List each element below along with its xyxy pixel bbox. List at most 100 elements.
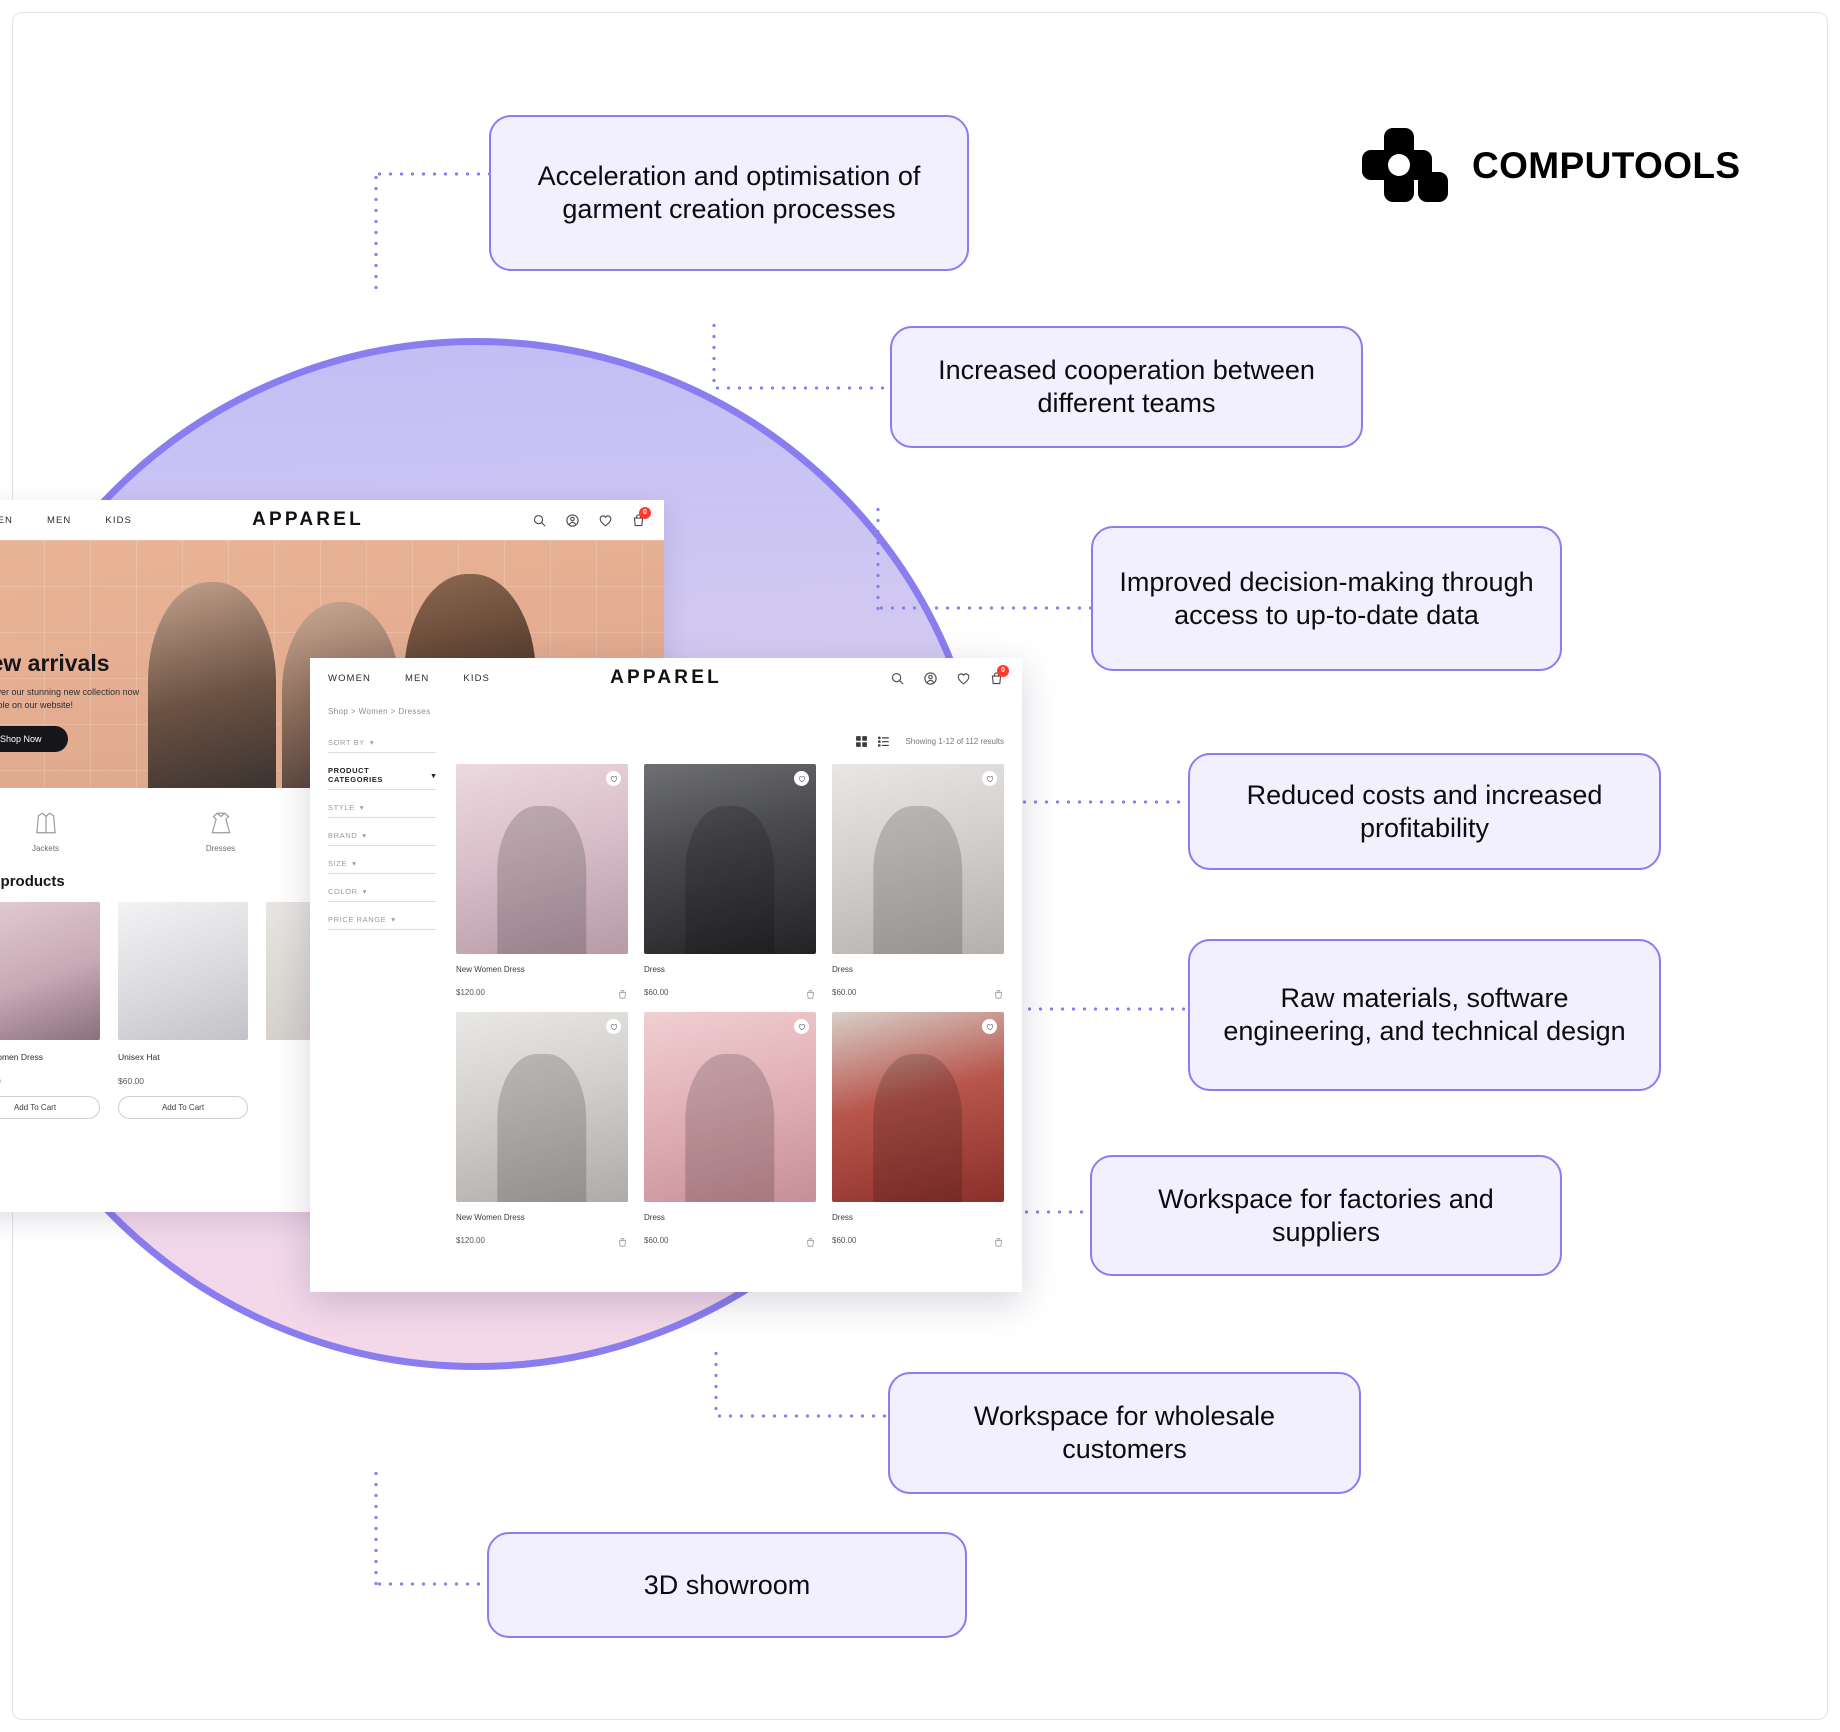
listing-cart-badge: 0 [997, 664, 1009, 677]
product-image [456, 1012, 628, 1202]
brand-logo: COMPUTOOLS [1362, 128, 1741, 204]
category-label: Jackets [31, 844, 60, 853]
connector-reduced-costs [898, 800, 1192, 804]
connector-workspace-wholesale [714, 1348, 892, 1418]
product-image [644, 764, 816, 954]
product-image [644, 1012, 816, 1202]
product-image [0, 902, 100, 1040]
callout-reduced-costs: Reduced costs and increased profitabilit… [1188, 753, 1661, 870]
home-nav-men[interactable]: MEN [46, 514, 72, 526]
connector-showroom [374, 1468, 492, 1586]
bag-icon[interactable] [805, 987, 816, 999]
product-price: $60.00 [644, 1236, 669, 1245]
top-products-title: Top products [0, 873, 65, 890]
product-card[interactable]: Dress $60.00 [644, 764, 816, 999]
product-card[interactable]: New Women Dress $120.00 [456, 1012, 628, 1247]
filter-style[interactable]: STYLE ▾ [328, 803, 436, 818]
chevron-down-icon: ▾ [431, 770, 436, 780]
cart-icon[interactable]: 0 [631, 506, 651, 528]
listing-screen-mockup: WOMEN MEN KIDS APPAREL 0 Shop > Women > … [310, 658, 1022, 1292]
favorite-heart-icon[interactable] [606, 1019, 621, 1034]
bag-icon[interactable] [617, 987, 628, 999]
top-product-card[interactable]: New Women Dress $120.00 Add To Cart [0, 902, 100, 1119]
product-name: Unisex Hat [118, 1052, 160, 1062]
product-name: New Women Dress [456, 1213, 525, 1222]
listing-nav[interactable]: WOMEN MEN KIDS [328, 673, 490, 684]
product-price: $60.00 [118, 1076, 144, 1086]
bag-icon[interactable] [993, 1235, 1004, 1247]
product-price: $120.00 [456, 988, 485, 997]
filter-price-range[interactable]: PRICE RANGE ▾ [328, 915, 436, 930]
listing-body: SORT BY ▾ PRODUCT CATEGORIES ▾ STYLE ▾ B… [310, 716, 1022, 1247]
home-cart-badge: 0 [639, 506, 651, 519]
favorite-heart-icon[interactable] [794, 771, 809, 786]
listing-nav-men[interactable]: MEN [404, 672, 430, 684]
product-price: $120.00 [456, 1236, 485, 1245]
account-icon[interactable] [565, 513, 580, 528]
product-image [118, 902, 248, 1040]
favorite-heart-icon[interactable] [606, 771, 621, 786]
filter-label: PRICE RANGE [328, 915, 387, 924]
category-jackets[interactable]: Jackets [0, 808, 129, 853]
filter-product-categories[interactable]: PRODUCT CATEGORIES ▾ [328, 766, 436, 790]
listing-nav-women[interactable]: WOMEN [328, 672, 371, 684]
favorite-heart-icon[interactable] [794, 1019, 809, 1034]
shop-now-button[interactable]: Shop Now [0, 726, 68, 752]
product-image [832, 764, 1004, 954]
wishlist-heart-icon[interactable] [598, 513, 613, 528]
home-nav-kids[interactable]: KIDS [105, 514, 132, 526]
filter-label: PRODUCT CATEGORIES [328, 766, 384, 784]
product-card[interactable]: Dress $60.00 [832, 764, 1004, 999]
home-nav[interactable]: WOMEN MEN KIDS [0, 515, 132, 526]
add-to-cart-button[interactable]: Add To Cart [118, 1096, 248, 1119]
home-nav-women[interactable]: WOMEN [0, 514, 13, 526]
product-name: Dress [644, 965, 665, 974]
list-view-icon[interactable] [877, 735, 890, 748]
filter-label: STYLE [328, 803, 355, 812]
search-icon[interactable] [890, 671, 905, 686]
chevron-down-icon: ▾ [359, 803, 365, 812]
favorite-heart-icon[interactable] [982, 771, 997, 786]
callout-acceleration: Acceleration and optimisation of garment… [489, 115, 969, 271]
filter-label: SORT BY [328, 738, 365, 747]
filter-color[interactable]: COLOR ▾ [328, 887, 436, 902]
listing-logo: APPAREL [610, 667, 722, 688]
chevron-down-icon: ▾ [352, 859, 357, 868]
account-icon[interactable] [923, 671, 938, 686]
grid-view-icon[interactable] [855, 735, 868, 748]
top-product-card[interactable]: Unisex Hat $60.00 Add To Cart [118, 902, 248, 1119]
home-header: WOMEN MEN KIDS APPAREL 0 [0, 500, 664, 540]
filter-label: COLOR [328, 887, 358, 896]
filter-sort-by[interactable]: SORT BY ▾ [328, 738, 436, 753]
callout-showroom: 3D showroom [487, 1532, 967, 1638]
bag-icon[interactable] [993, 987, 1004, 999]
product-name: Dress [832, 1213, 853, 1222]
category-dresses[interactable]: Dresses [137, 808, 304, 853]
callout-cooperation: Increased cooperation between different … [890, 326, 1363, 448]
add-to-cart-button[interactable]: Add To Cart [0, 1096, 100, 1119]
product-card[interactable]: Dress $60.00 [644, 1012, 816, 1247]
bag-icon[interactable] [805, 1235, 816, 1247]
bag-icon[interactable] [617, 1235, 628, 1247]
connector-acceleration [374, 172, 494, 290]
favorite-heart-icon[interactable] [982, 1019, 997, 1034]
product-price: $60.00 [832, 1236, 857, 1245]
search-icon[interactable] [532, 513, 547, 528]
wishlist-heart-icon[interactable] [956, 671, 971, 686]
results-toolbar: Showing 1-12 of 112 results [456, 734, 1004, 748]
listing-header-icons: 0 [890, 664, 1009, 686]
computools-blocks-icon [1362, 128, 1448, 204]
breadcrumb[interactable]: Shop > Women > Dresses [328, 707, 431, 716]
product-name: Dress [644, 1213, 665, 1222]
listing-nav-kids[interactable]: KIDS [463, 672, 490, 684]
cart-icon[interactable]: 0 [989, 664, 1009, 686]
product-card[interactable]: Dress $60.00 [832, 1012, 1004, 1247]
filter-size[interactable]: SIZE ▾ [328, 859, 436, 874]
jacket-icon [0, 808, 129, 838]
filter-brand[interactable]: BRAND ▾ [328, 831, 436, 846]
dress-icon [137, 808, 304, 838]
product-card[interactable]: New Women Dress $120.00 [456, 764, 628, 999]
chevron-down-icon: ▾ [362, 887, 368, 896]
chevron-down-icon: ▾ [391, 915, 396, 924]
